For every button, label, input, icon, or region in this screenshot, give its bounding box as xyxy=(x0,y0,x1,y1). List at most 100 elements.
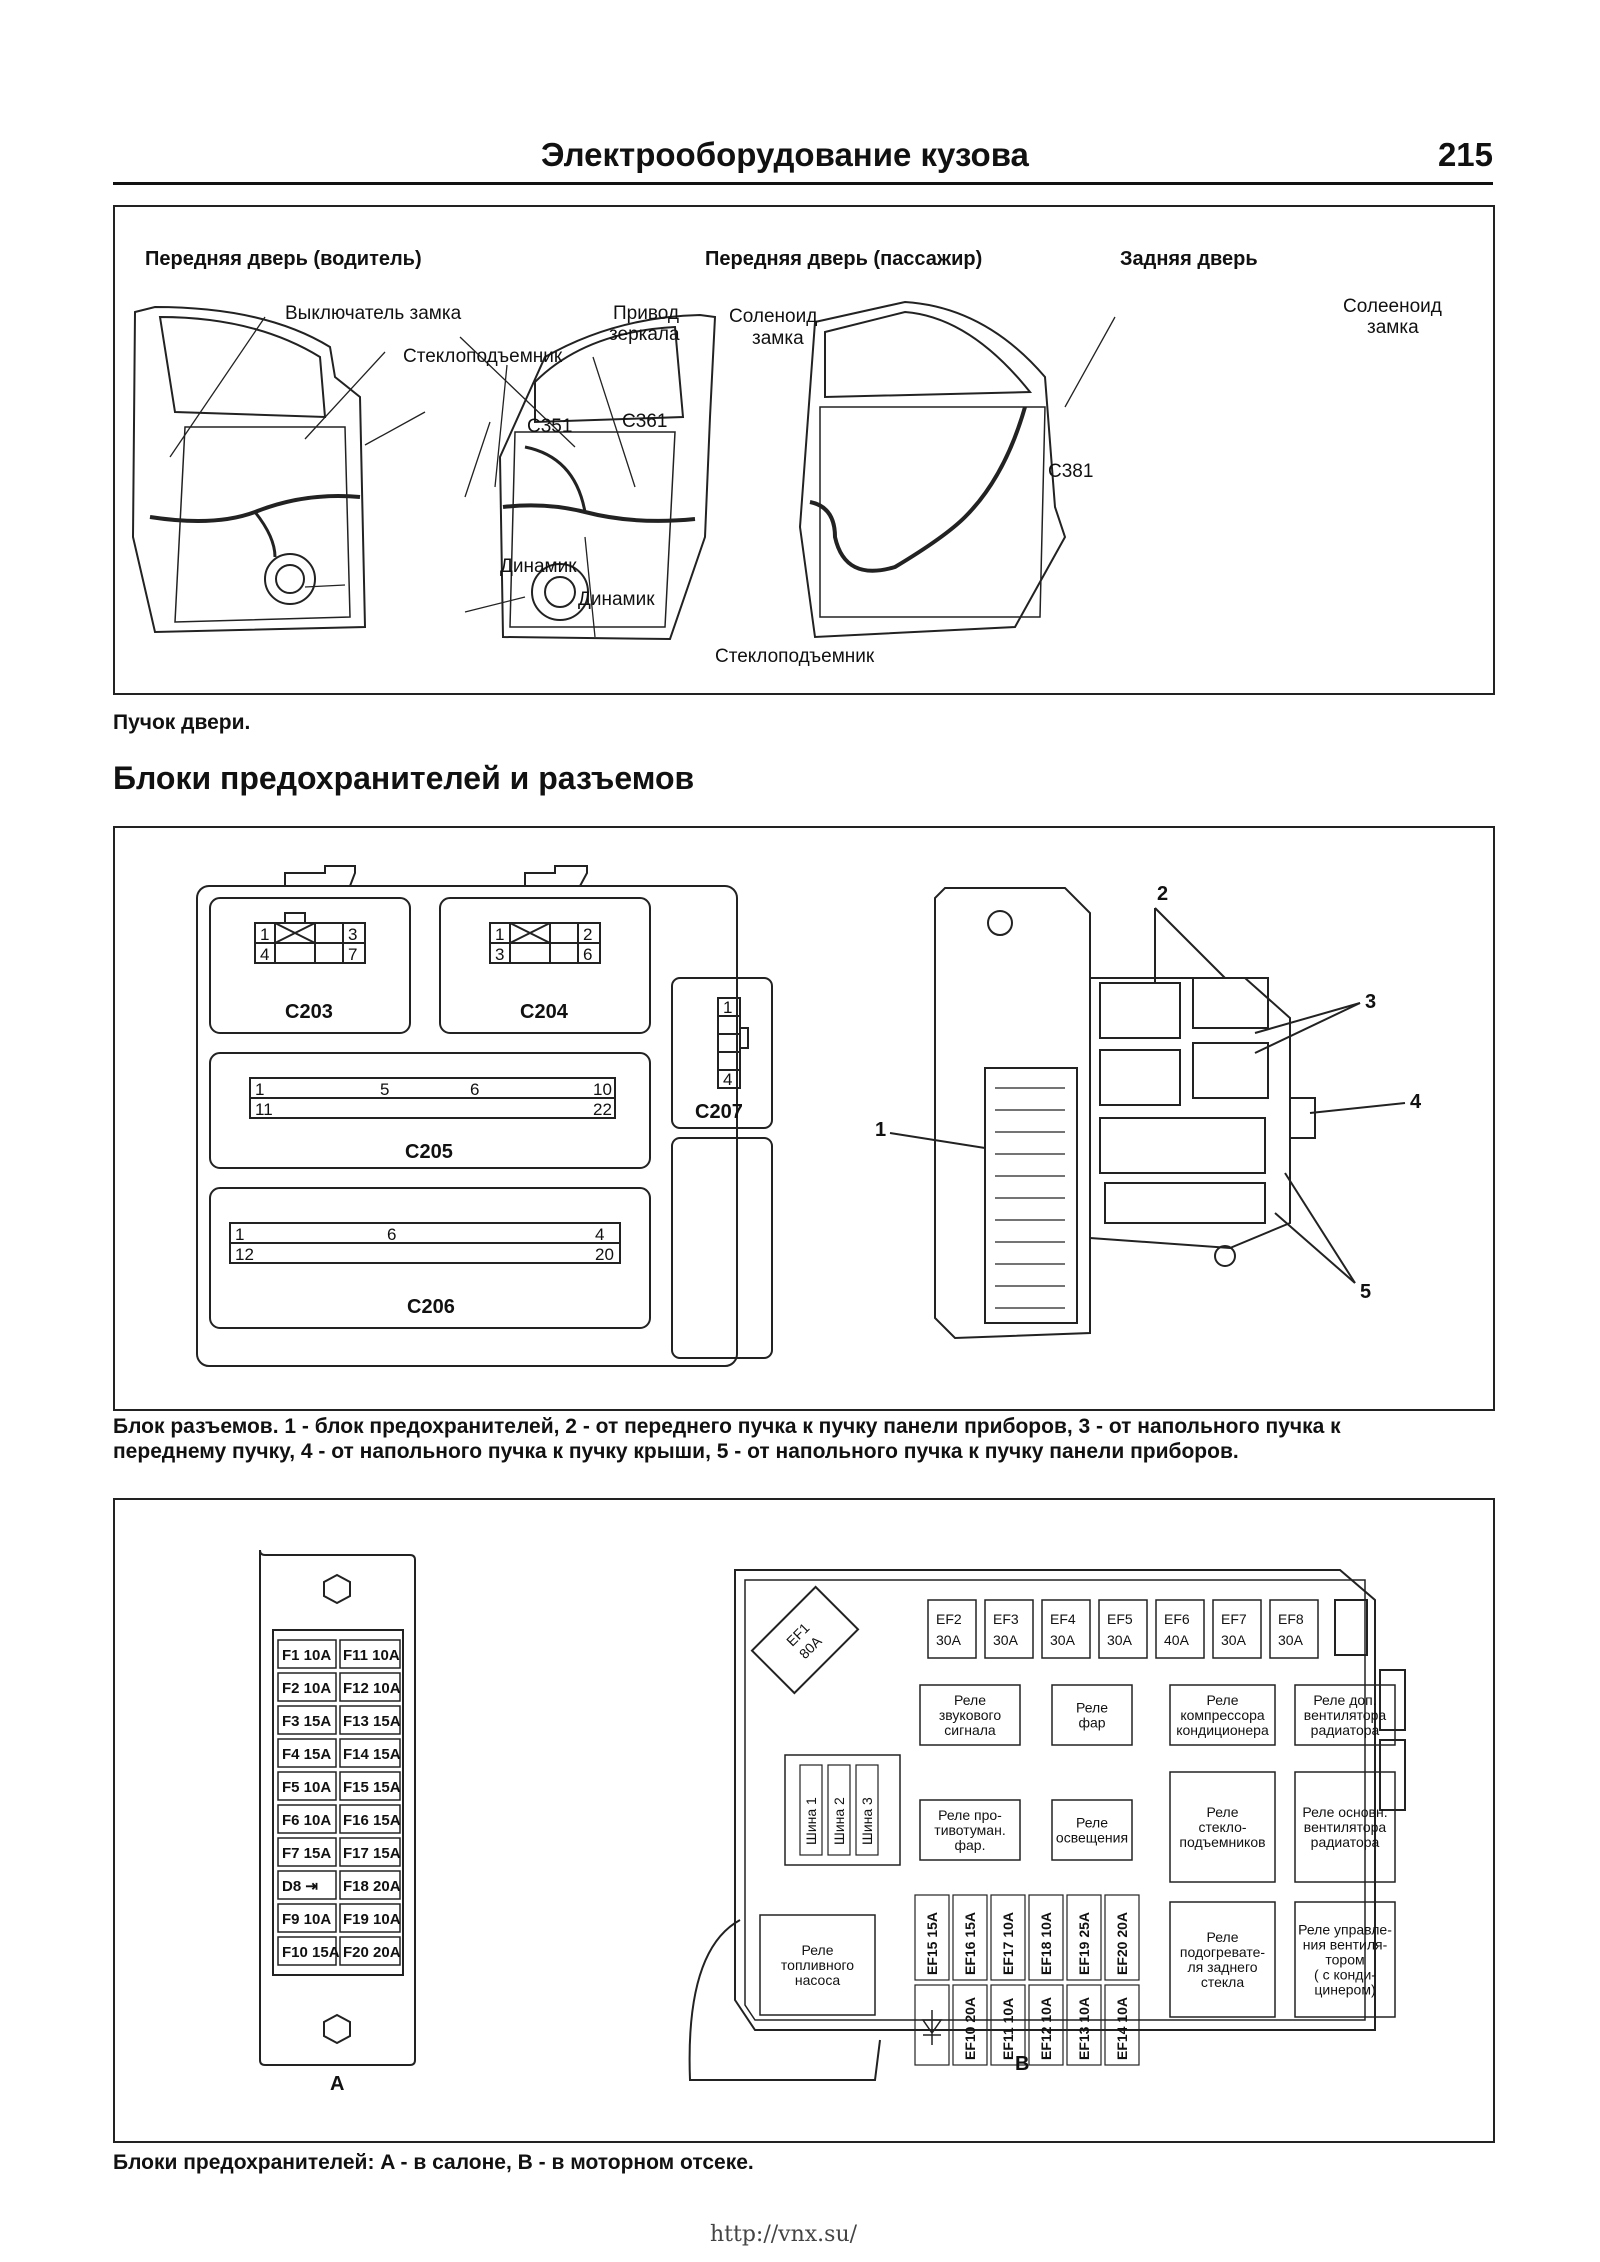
relay-text: Реле xyxy=(1207,1692,1239,1708)
fuse-top-name: EF4 xyxy=(1050,1611,1076,1627)
fuse-cell-right: F14 15A xyxy=(339,1738,401,1768)
fuse-top-name: EF8 xyxy=(1278,1611,1304,1627)
fuse-vertical-label: EF14 10A xyxy=(1114,1997,1130,2060)
relay-fan-ctrl: Реле управле-ния вентиля-тором( с конди-… xyxy=(1294,1901,1396,2018)
connector-c361-label: C361 xyxy=(622,411,667,432)
relay-text: тором xyxy=(1325,1952,1364,1968)
rear-door-title: Задняя дверь xyxy=(1120,248,1258,270)
lock-solenoid-label-1: Соленоид xyxy=(729,306,817,327)
callout-2: 2 xyxy=(1157,883,1168,905)
fuse-cell-right: F20 20A xyxy=(339,1936,401,1966)
fuse-top-rating: 30A xyxy=(1278,1632,1304,1648)
relay-text: подъемников xyxy=(1179,1834,1265,1850)
fuse-cell-right: F16 15A xyxy=(339,1804,401,1834)
fuse-a-left-label: F1 10A xyxy=(282,1647,331,1664)
door-harness-figure: Передняя дверь (водитель) Передняя дверь… xyxy=(113,205,1495,695)
fuse-a-left-label: F4 15A xyxy=(282,1746,331,1763)
fuse-cell-left: F5 10A xyxy=(277,1771,337,1801)
fuse-vertical-label: EF11 10A xyxy=(1000,1998,1016,2060)
fuse-vertical-lower: EF13 10A xyxy=(1066,1984,1102,2066)
section-title: Блоки предохранителей и разъемов xyxy=(113,760,695,796)
fuse-top-name: EF3 xyxy=(993,1611,1019,1627)
relay-text: Реле xyxy=(1207,1804,1239,1820)
fuse-top-rating: 30A xyxy=(993,1632,1019,1648)
connector-block-figure: 1 3 4 7 C203 1 2 3 6 C204 1 5 6 10 11 22… xyxy=(113,826,1495,1411)
connector-c351-label: C351 xyxy=(527,416,572,437)
fuse-vertical-label: EF10 20A xyxy=(962,1997,978,2060)
fuse-vertical-upper: EF17 10A xyxy=(990,1894,1026,1981)
relay-text: Реле xyxy=(802,1942,834,1958)
relay-text: Реле xyxy=(1207,1929,1239,1945)
busbar: Шина 1 xyxy=(799,1764,823,1856)
relay-text: подогревате- xyxy=(1180,1944,1265,1960)
fuse-top-name: EF5 xyxy=(1107,1611,1133,1627)
relay-text: вентилятора xyxy=(1304,1819,1387,1835)
driver-door-title: Передняя дверь (водитель) xyxy=(145,248,422,270)
relay-text: фар. xyxy=(955,1837,986,1853)
fuse-top-rating: 40A xyxy=(1164,1632,1190,1648)
fuse-a-right-label: F20 20A xyxy=(343,1944,401,1961)
block-a-label: A xyxy=(330,2073,344,2095)
fuse-cell-left: F10 15A xyxy=(277,1936,340,1966)
relay-text: вентилятора xyxy=(1304,1707,1387,1723)
fuse-a-right-label: F18 20A xyxy=(343,1878,401,1895)
c204-pin-2: 2 xyxy=(583,925,592,944)
fuse-vertical-label: EF15 15A xyxy=(924,1912,940,1975)
passenger-door-title: Передняя дверь (пассажир) xyxy=(705,248,982,270)
callout-4: 4 xyxy=(1410,1091,1422,1113)
fuse-vertical-upper: EF15 15A xyxy=(914,1894,950,1981)
c206-pin-20: 20 xyxy=(595,1245,614,1264)
fuse-vertical-lower: EF14 10A xyxy=(1104,1984,1140,2066)
door-harness-caption: Пучок двери. xyxy=(113,711,251,734)
relay-text: Реле xyxy=(954,1692,986,1708)
fuse-vertical-lower: EF12 10A xyxy=(1028,1984,1064,2066)
speaker-label: Динамик xyxy=(500,556,577,577)
fuse-vertical-upper: EF16 15A xyxy=(952,1894,988,1981)
c205-pin-6: 6 xyxy=(470,1080,479,1099)
c204-pin-1: 1 xyxy=(495,925,504,944)
fuse-a-right-label: F13 15A xyxy=(343,1713,401,1730)
connector-block-diagram: 1 3 4 7 C203 1 2 3 6 C204 1 5 6 10 11 22… xyxy=(196,865,1422,1367)
connector-c381-label: C381 xyxy=(1048,461,1093,482)
speaker2-label: Динамик xyxy=(578,589,655,610)
busbar-label: Шина 1 xyxy=(803,1797,819,1845)
fuse-cell-right: F13 15A xyxy=(339,1705,401,1735)
fuse-a-right-label: F12 10A xyxy=(343,1680,401,1697)
connector-block-caption-line-1: Блок разъемов. 1 - блок предохранителей,… xyxy=(113,1415,1341,1438)
block-b-label: B xyxy=(1015,2053,1029,2075)
window-lifter-label: Стеклоподъемник xyxy=(403,346,563,367)
c206-pin-1: 1 xyxy=(235,1225,244,1244)
relay-text: звукового xyxy=(939,1707,1001,1723)
fuse-cell-left: F7 15A xyxy=(277,1837,337,1867)
footer-url: http://vnx.su/ xyxy=(710,2222,858,2247)
c205-pin-1: 1 xyxy=(255,1080,264,1099)
relay-text: ля заднего xyxy=(1187,1959,1257,1975)
fuse-cell-left: F2 10A xyxy=(277,1672,337,1702)
c203-pin-4: 4 xyxy=(260,945,269,964)
fuse-top-rating: 30A xyxy=(1107,1632,1133,1648)
relay-text: кондиционера xyxy=(1176,1722,1269,1738)
diode-icon xyxy=(921,2010,943,2045)
fuse-cell-right: F15 15A xyxy=(339,1771,401,1801)
rear-solenoid-label-1: Солееноид xyxy=(1343,296,1442,317)
fuse-vertical-upper: EF18 10A xyxy=(1028,1894,1064,1981)
fuse-vertical-upper: EF20 20A xyxy=(1104,1894,1140,1981)
fuse-cell-left: F9 10A xyxy=(277,1903,337,1933)
callout-5: 5 xyxy=(1360,1281,1371,1303)
c206-pin-4: 4 xyxy=(595,1225,604,1244)
fuse-ef1: EF1 80A xyxy=(750,1585,860,1695)
connector-block-caption: Блок разъемов. 1 - блок предохранителей,… xyxy=(113,1414,1498,1464)
relay-text: освещения xyxy=(1056,1830,1128,1846)
callout-3: 3 xyxy=(1365,991,1376,1013)
fuse-a-right-label: F15 15A xyxy=(343,1779,401,1796)
fuse-vertical-lower: EF11 10A xyxy=(990,1984,1026,2066)
c204-pin-6: 6 xyxy=(583,945,592,964)
relay-text: сигнала xyxy=(944,1722,996,1738)
